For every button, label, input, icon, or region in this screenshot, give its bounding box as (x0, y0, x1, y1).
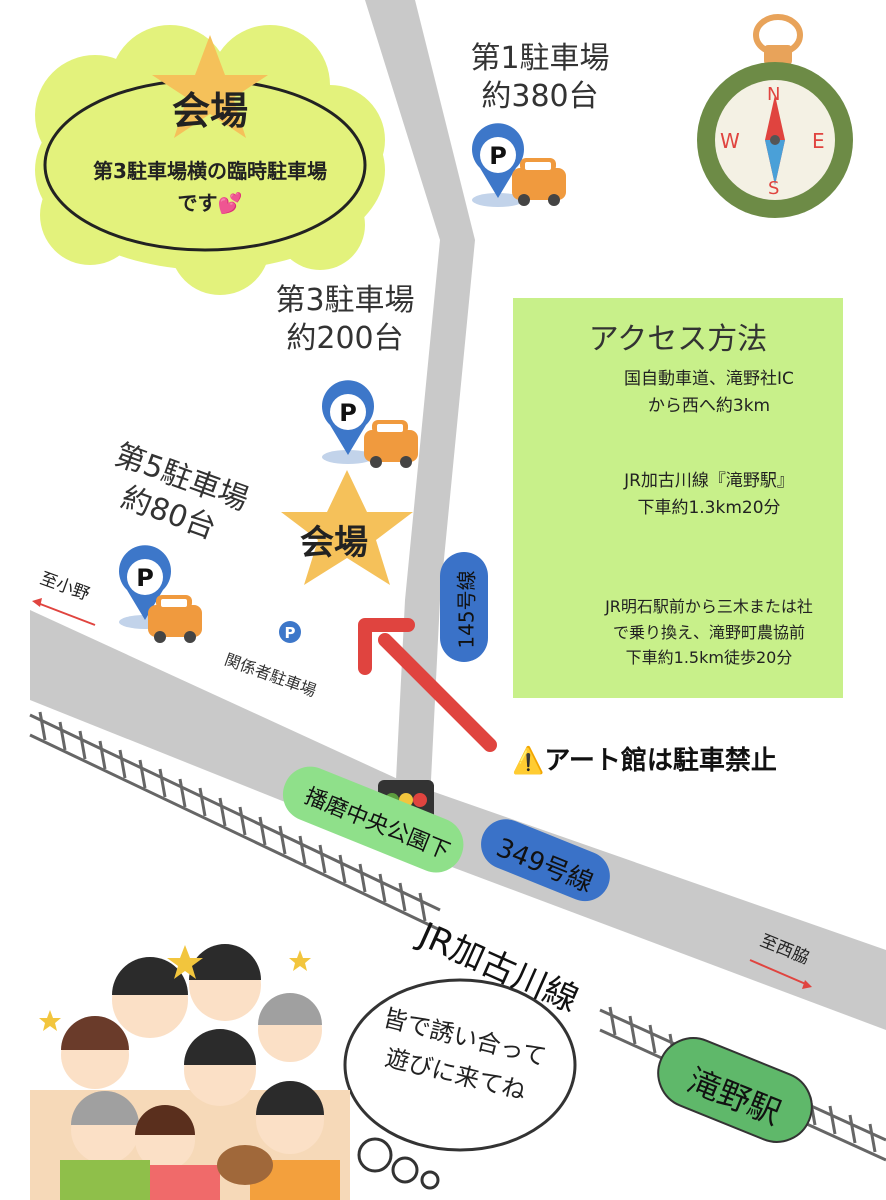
speech-bubble (343, 978, 577, 1190)
svg-text:P: P (136, 564, 154, 592)
route-145-label: 145号線 (454, 570, 479, 649)
staff-parking-icon: P (279, 621, 301, 643)
compass-icon (697, 14, 853, 218)
access-panel: アクセス方法 国自動車道、滝野社IC から西へ約3km JR加古川線『滝野駅』 … (513, 298, 843, 698)
parking-pin-p3: P (322, 380, 418, 468)
road-145 (365, 0, 475, 800)
callout-title: 会場 (171, 89, 248, 133)
compass-s: S (768, 178, 780, 199)
crowd-illustration (30, 944, 350, 1200)
compass-n: N (767, 84, 781, 105)
railway-track (29, 711, 886, 1162)
parking-label-p1: 第1駐車場 約380台 (470, 41, 610, 114)
access-train-text: JR加古川線『滝野駅』 下車約1.3km20分 (624, 471, 794, 519)
parking-warning: ⚠️アート館は駐車禁止 (512, 740, 777, 777)
access-bus-text: JR明石駅前から三木または社 で乗り換え、滝野町農協前 下車約1.5km徒歩20… (605, 597, 813, 668)
warning-text: アート館は駐車禁止 (544, 746, 777, 776)
warning-icon: ⚠️ (512, 746, 545, 776)
arrow-to-venue (358, 618, 497, 752)
parking-pin-p1: P (472, 123, 566, 207)
route-145-pill (440, 552, 488, 662)
callout-star (152, 35, 268, 138)
svg-text:P: P (489, 142, 507, 170)
road-349 (30, 610, 886, 1030)
takino-station-pill (657, 1037, 813, 1143)
parking-label-p3: 第3駐車場 約200台 (275, 283, 415, 356)
route-349-pill (481, 819, 610, 902)
harima-park-pill (282, 766, 464, 873)
access-title: アクセス方法 (588, 322, 768, 357)
callout-description: 第3駐車場横の臨時駐車場 です💕 (93, 159, 327, 215)
svg-text:P: P (285, 624, 296, 642)
compass-w: W (720, 129, 740, 153)
venue-callout-cloud (35, 25, 385, 295)
svg-text:P: P (339, 399, 357, 427)
venue-star-icon (281, 470, 413, 585)
access-car-text: 国自動車道、滝野社IC から西へ約3km (624, 369, 794, 417)
arrow-to-nishiwaki (749, 959, 812, 989)
parking-pin-p5: P (119, 545, 202, 643)
compass-e: E (812, 129, 825, 153)
arrow-to-ono (32, 598, 96, 626)
venue-marker-label: 会場 (300, 523, 368, 563)
